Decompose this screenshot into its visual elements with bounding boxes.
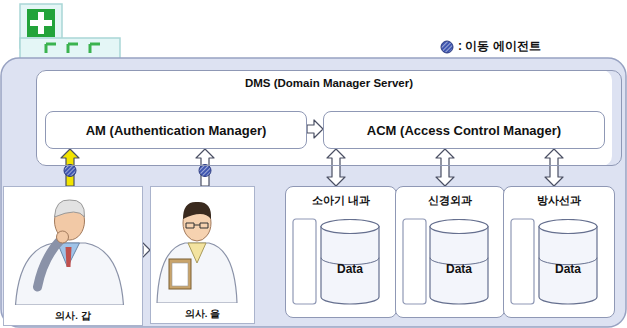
- doc-box: 의사. 을: [150, 186, 255, 324]
- clipboard: [169, 259, 191, 289]
- block-arrow: [327, 149, 345, 186]
- dept-label: 소아기 내과: [286, 187, 396, 208]
- dms-label: DMS (Domain Manager Server): [37, 71, 621, 89]
- hand: [57, 231, 69, 243]
- cylinder-body: [430, 226, 488, 304]
- data-box: Data: [320, 219, 380, 305]
- cylinder-body: [321, 226, 379, 304]
- domain-region: [1, 58, 626, 327]
- agent-symbol: [199, 165, 211, 177]
- data-label: Data: [337, 262, 363, 276]
- file-rect: [402, 218, 428, 306]
- data-label: Data: [446, 262, 472, 276]
- hair: [183, 202, 211, 219]
- mgr-label: ACM (Access Control Manager): [367, 123, 561, 138]
- block-arrow-shape: [436, 149, 454, 186]
- block-arrow-shape: [327, 149, 345, 186]
- file-rect-shape: [403, 219, 426, 304]
- agent-symbol: [64, 165, 76, 177]
- mgr-box: ACM (Access Control Manager): [323, 111, 605, 149]
- mgr-box: AM (Authentication Manager): [45, 111, 307, 149]
- cylinder-body: [539, 226, 597, 304]
- dept-box: 신경외과 Data: [395, 186, 505, 318]
- doctor-figure: [4, 187, 131, 305]
- clipboard-paper: [172, 263, 188, 286]
- block-arrow-shape: [307, 120, 323, 138]
- block-arrow: [545, 149, 563, 186]
- block-arrow-shape: [61, 149, 79, 186]
- tie: [66, 247, 72, 267]
- hospital-icon: [20, 4, 120, 62]
- shirt: [58, 243, 80, 267]
- cylinder-top: [321, 220, 379, 234]
- block-arrow-shape: [196, 149, 214, 186]
- legend-entry: : 이동 에이전트: [440, 38, 541, 55]
- mgr-label: AM (Authentication Manager): [86, 123, 267, 138]
- dept-label: 신경외과: [396, 187, 504, 208]
- block-arrow: [61, 149, 79, 186]
- dept-box: 방사선과 Data: [503, 186, 615, 318]
- dept-label: 방사선과: [504, 187, 614, 208]
- agent-symbol-shape: [441, 41, 453, 53]
- legend-label: : 이동 에이전트: [458, 38, 541, 55]
- dms-box: DMS (Domain Manager Server) AM (Authentic…: [36, 70, 622, 166]
- arm: [38, 239, 62, 287]
- doc-box: 의사. 갑: [3, 186, 143, 326]
- block-arrow: [436, 149, 454, 186]
- block-arrow: [196, 149, 214, 186]
- glasses: [186, 223, 208, 228]
- doc-label: 의사. 갑: [4, 310, 142, 323]
- doc-label: 의사. 을: [151, 308, 254, 321]
- data-box: Data: [429, 219, 489, 305]
- data-label: Data: [555, 262, 581, 276]
- cylinder-top: [539, 220, 597, 234]
- agent-symbol: [440, 40, 454, 54]
- block-arrow-shape: [545, 149, 563, 186]
- cylinder-top: [430, 220, 488, 234]
- data-box: Data: [538, 219, 598, 305]
- file-rect-shape: [511, 219, 534, 304]
- file-rect: [510, 218, 536, 306]
- file-rect-shape: [293, 219, 316, 304]
- coat: [16, 243, 124, 305]
- doctor-figure: [151, 187, 243, 303]
- block-arrow: [307, 120, 323, 138]
- file-rect: [292, 218, 318, 306]
- coat: [157, 243, 237, 303]
- hair: [55, 200, 85, 217]
- dept-box: 소아기 내과 Data: [285, 186, 397, 318]
